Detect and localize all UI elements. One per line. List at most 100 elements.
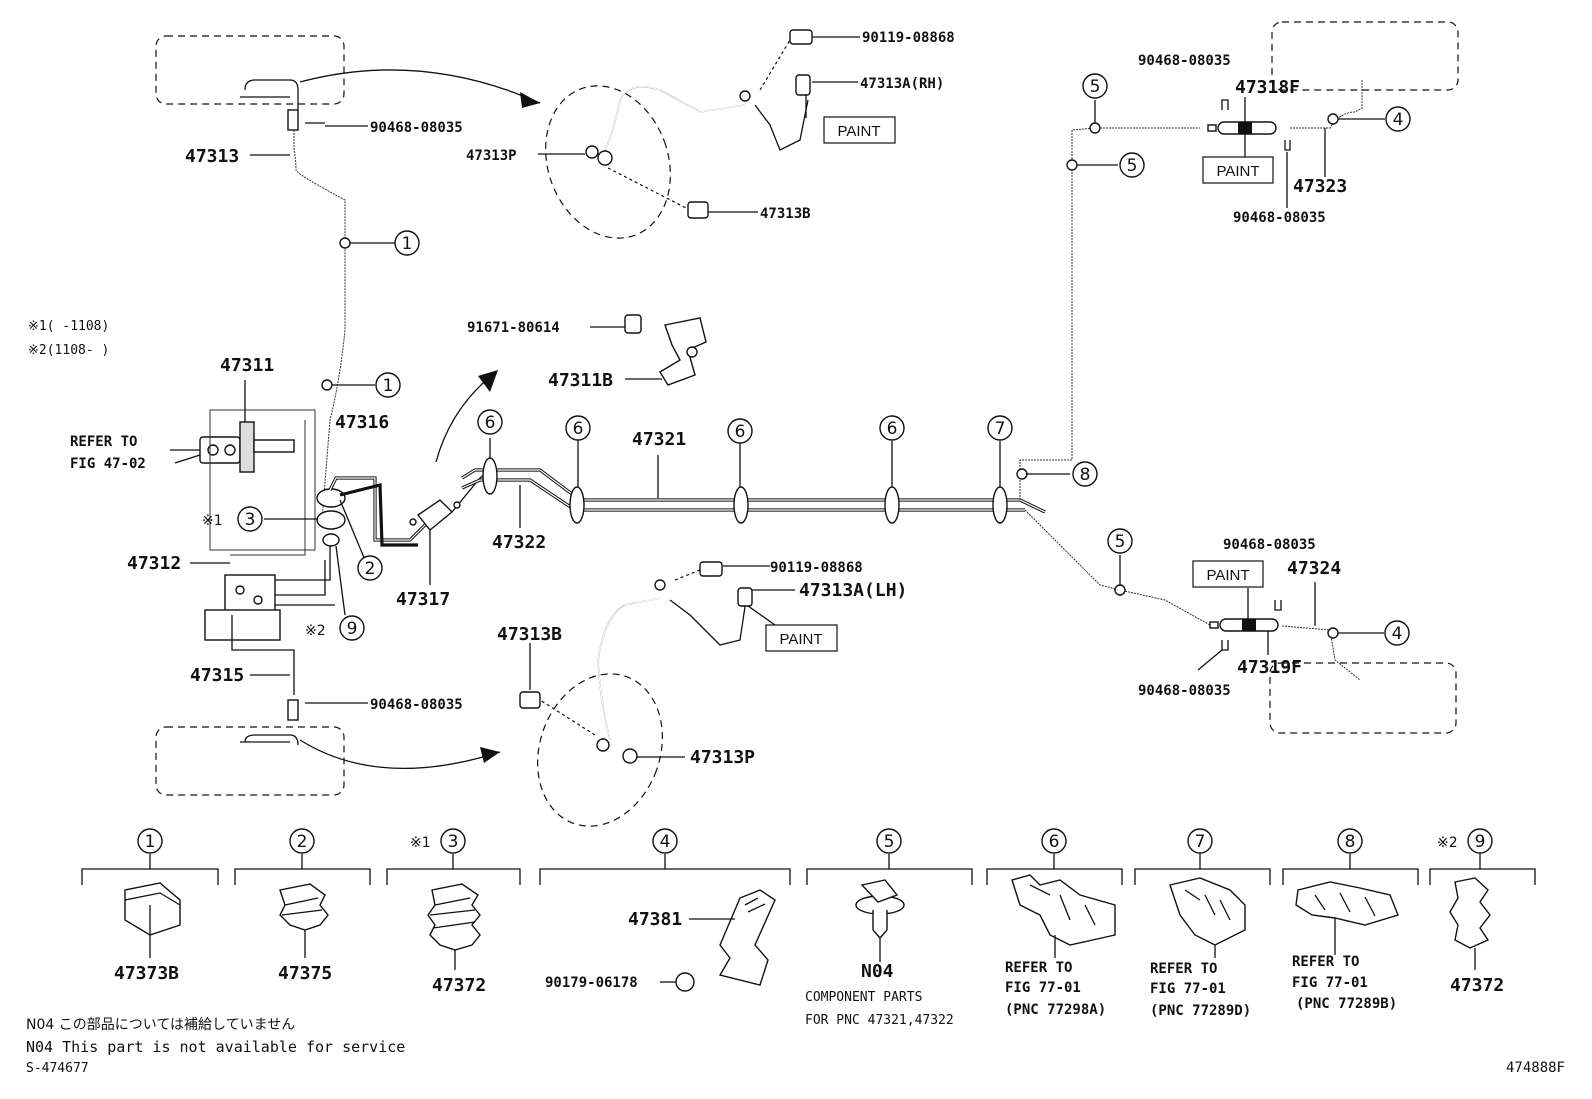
remark-mark: ※2 <box>1437 835 1458 851</box>
legend-callout-2: 2 <box>289 828 315 854</box>
part-label: 47318F <box>1235 77 1300 98</box>
paint-box-47319f: PAINT <box>1192 560 1264 588</box>
component-note: FOR PNC 47321,47322 <box>805 1013 954 1028</box>
svg-text:6: 6 <box>485 413 496 433</box>
pipe-47313 <box>293 130 395 521</box>
svg-text:9: 9 <box>1475 832 1486 852</box>
refer-label: FIG 77-01 <box>1150 981 1226 997</box>
pipe-47316 <box>328 476 427 547</box>
flex-hose-47319f <box>1197 582 1384 681</box>
bracket-47381-icon <box>660 889 776 992</box>
clip-47373b-icon <box>124 882 181 958</box>
part-label: 47316 <box>335 412 389 433</box>
part-label: 47317 <box>396 589 450 610</box>
part-label: 47313 <box>185 146 239 167</box>
clip-47372b-icon <box>1449 877 1491 970</box>
svg-text:2: 2 <box>297 832 308 852</box>
svg-text:7: 7 <box>1195 832 1206 852</box>
part-label: 47313A(RH) <box>860 76 944 92</box>
legend-callout-3: 3 <box>440 828 466 854</box>
paint-box-lh: PAINT <box>765 624 838 652</box>
part-label: 47322 <box>492 532 546 553</box>
remark-mark: ※1 <box>410 835 431 851</box>
part-label: 47372 <box>432 975 486 996</box>
svg-text:5: 5 <box>1127 156 1138 176</box>
part-label: 47313A(LH) <box>799 580 907 601</box>
part-label: 47313B <box>760 206 811 222</box>
svg-text:3: 3 <box>448 832 459 852</box>
svg-text:6: 6 <box>1049 832 1060 852</box>
svg-text:4: 4 <box>1392 624 1403 644</box>
callout-3: 3 <box>237 506 263 532</box>
svg-text:4: 4 <box>660 832 671 852</box>
callout-6: 6 <box>727 418 753 444</box>
svg-text:2: 2 <box>365 559 376 579</box>
clip-47375-icon <box>279 883 329 958</box>
paint-box-rh: PAINT <box>823 116 896 144</box>
svg-text:5: 5 <box>884 832 895 852</box>
footnote-code: S-474677 <box>26 1061 89 1076</box>
refer-label: REFER TO <box>1005 960 1072 976</box>
refer-label: FIG 77-01 <box>1005 980 1081 996</box>
part-label: 47313P <box>690 747 755 768</box>
callout-5: 5 <box>1119 152 1145 178</box>
svg-text:1: 1 <box>402 234 413 254</box>
part-label: 47381 <box>628 909 682 930</box>
part-label: 47323 <box>1293 176 1347 197</box>
legend-callout-9: 9 <box>1467 828 1493 854</box>
part-label: 47319F <box>1237 657 1302 678</box>
front-hose-assembly <box>250 29 860 239</box>
footnote-en: N04 This part is not available for servi… <box>26 1038 405 1056</box>
part-label: 47312 <box>127 553 181 574</box>
paint-label: PAINT <box>779 631 822 648</box>
pipe-right-upper <box>1016 100 1200 500</box>
pipe-47321-47322 <box>461 438 1046 528</box>
refer-label: REFER TO <box>70 434 137 450</box>
legend-callout-4: 4 <box>652 828 678 854</box>
footnote-jp: N04 この部品については補給していません <box>26 1017 295 1033</box>
rear-left-wheel-area <box>155 699 501 796</box>
svg-text:8: 8 <box>1080 465 1091 485</box>
legend-callout-7: 7 <box>1187 828 1213 854</box>
legend-callout-8: 8 <box>1337 828 1363 854</box>
figure-code: 474888F <box>1506 1060 1565 1076</box>
callout-8: 8 <box>1072 461 1098 487</box>
svg-text:5: 5 <box>1090 77 1101 97</box>
clamp-9 <box>322 533 340 547</box>
clip-77289d-icon <box>1169 877 1246 958</box>
paint-box-47318f: PAINT <box>1202 156 1274 184</box>
refer-label: REFER TO <box>1292 954 1359 970</box>
remark-mark: ※2 <box>305 623 326 639</box>
part-label: 90468-08035 <box>1138 53 1231 69</box>
part-label: 90468-08035 <box>1233 210 1326 226</box>
callout-1-upper: 1 <box>394 230 420 256</box>
callout-6: 6 <box>477 409 503 435</box>
part-label: 91671-80614 <box>467 320 560 336</box>
part-label: 47321 <box>632 429 686 450</box>
svg-text:1: 1 <box>145 832 156 852</box>
svg-text:7: 7 <box>995 419 1006 439</box>
pipe-right-lower <box>1024 509 1211 626</box>
refer-label: REFER TO <box>1150 961 1217 977</box>
legend-callout-6: 6 <box>1041 828 1067 854</box>
note-line-2: ※2(1108- ) <box>28 343 109 358</box>
legend-callout-1: 1 <box>137 828 163 854</box>
paint-label: PAINT <box>1206 567 1249 584</box>
right-upper-area <box>1271 21 1459 91</box>
note-line-1: ※1( -1108) <box>28 319 109 334</box>
part-label: 90119-08868 <box>862 30 955 46</box>
callout-9: 9 <box>339 615 365 641</box>
refer-label: FIG 77-01 <box>1292 975 1368 991</box>
svg-text:6: 6 <box>887 419 898 439</box>
part-label: 47311 <box>220 355 274 376</box>
right-lower-area <box>1269 662 1457 734</box>
svg-text:6: 6 <box>735 422 746 442</box>
part-label: 90468-08035 <box>370 120 463 136</box>
part-label: 47373B <box>114 963 179 984</box>
clip-77289b-icon <box>1295 881 1399 955</box>
svg-text:8: 8 <box>1345 832 1356 852</box>
part-label: 90179-06178 <box>545 975 638 991</box>
rear-hose-assembly <box>250 561 795 827</box>
